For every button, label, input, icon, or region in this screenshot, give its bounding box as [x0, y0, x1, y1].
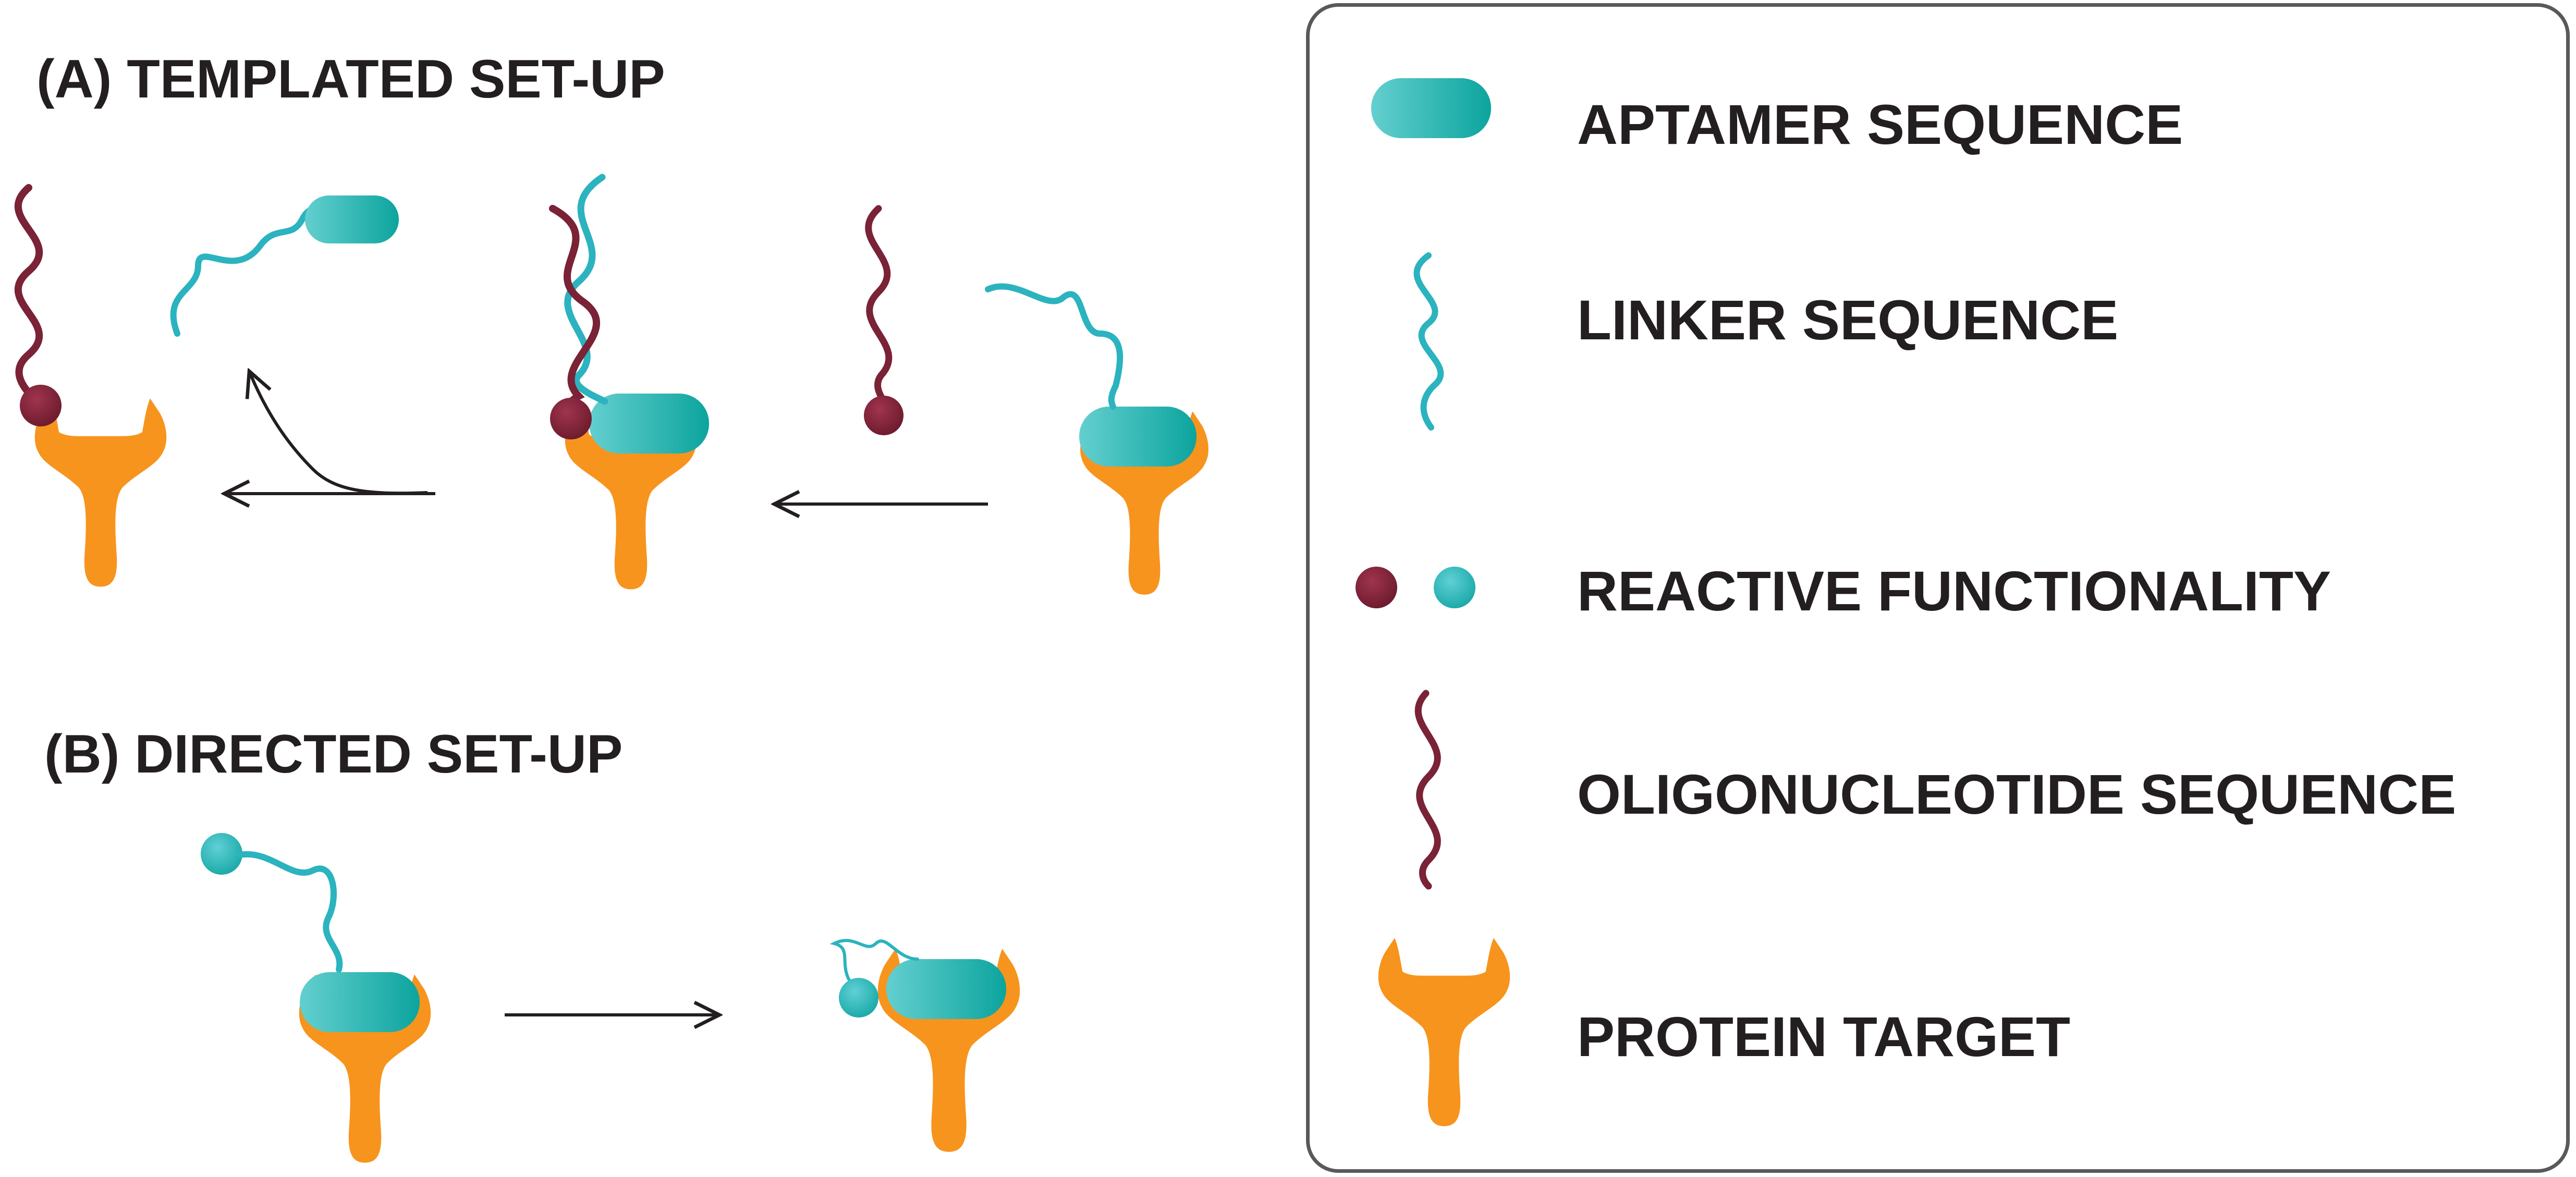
legend-box: [1306, 3, 2570, 1173]
aptamer-icon: [589, 394, 709, 453]
legend-label-linker: LINKER SEQUENCE: [1577, 288, 2119, 351]
aptamer-icon: [305, 195, 399, 243]
oligo-strand-icon: [549, 205, 601, 415]
legend-icons: [1356, 78, 1510, 1126]
stage-a1: [14, 184, 428, 587]
stage-b1: [201, 833, 431, 1163]
directed-panel: [201, 833, 1020, 1163]
legend-label-aptamer: APTAMER SEQUENCE: [1577, 93, 2183, 156]
oligo-legend-icon: [1414, 690, 1441, 890]
templated-panel: [14, 174, 1208, 595]
linker-strand-icon: [564, 174, 608, 405]
legend-label-reactive: REACTIVE FUNCTIONALITY: [1577, 559, 2331, 622]
linker-strand-icon: [237, 851, 343, 973]
linker-legend-icon: [1413, 252, 1444, 431]
release-arrow-icon: [249, 371, 428, 495]
reactive-dot-red-icon: [864, 396, 904, 435]
aptamer-icon: [300, 972, 420, 1032]
linker-strand-icon: [985, 283, 1124, 410]
linker-strand-icon: [829, 939, 919, 992]
oligo-strand-icon: [865, 205, 893, 405]
oligo-strand-icon: [14, 184, 43, 405]
section-title-templated: (A) TEMPLATED SET-UP: [36, 49, 665, 109]
legend-label-oligo: OLIGONUCLEOTIDE SEQUENCE: [1577, 763, 2457, 826]
reactive-dot-red-icon: [20, 385, 62, 426]
aptamer-legend-icon: [1371, 78, 1491, 138]
section-title-directed: (B) DIRECTED SET-UP: [44, 724, 623, 784]
reactive-dot-red-icon: [550, 398, 592, 439]
reactive-dot-red-legend-icon: [1356, 567, 1397, 608]
stage-a2: [549, 174, 709, 590]
protein-legend-icon: [1378, 938, 1510, 1126]
stage-b2: [829, 939, 1020, 1152]
reactive-dot-teal-icon: [839, 978, 878, 1017]
aptamer-icon: [1079, 407, 1197, 467]
reactive-dot-teal-icon: [201, 833, 242, 875]
legend-label-protein: PROTEIN TARGET: [1577, 1005, 2071, 1068]
stage-a3: [864, 205, 1208, 595]
protein-target-icon: [34, 398, 167, 587]
reactive-dot-teal-legend-icon: [1434, 567, 1475, 608]
aptamer-icon: [886, 959, 1006, 1019]
